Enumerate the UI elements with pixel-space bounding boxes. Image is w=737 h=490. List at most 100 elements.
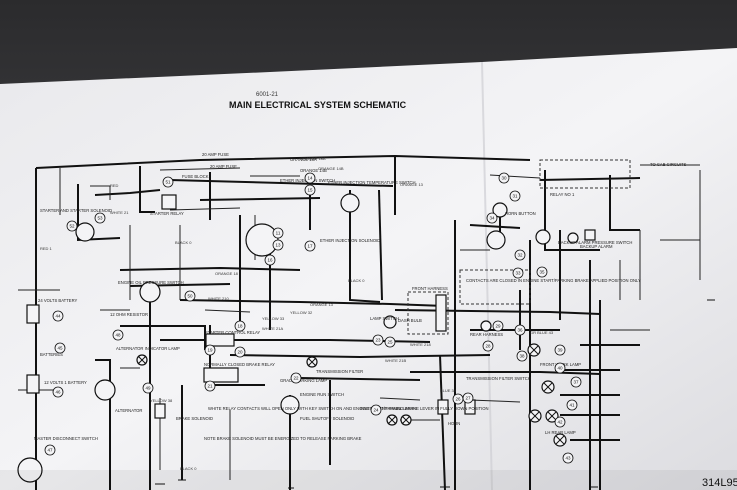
reference-circle: 11 xyxy=(272,227,284,239)
label-battery-12v: 12 VOLTS 1 BATTERY xyxy=(44,380,87,385)
svg-text:41: 41 xyxy=(569,403,575,408)
label-starter-relay: STARTER RELAY xyxy=(150,211,184,216)
label-fuel-shutoff: FUEL SHUTOFF SOLENOID xyxy=(300,416,354,421)
reference-circle: 21 xyxy=(204,380,216,392)
reference-circle: 14 xyxy=(304,172,316,184)
label-contacts-note: CONTACTS ARE CLOSED IN ENGINE START/PARK… xyxy=(466,278,641,283)
wiring-minor xyxy=(18,164,701,480)
label-batteries: BATTERIES xyxy=(40,352,63,357)
label-to-cab: TO CAB CIRCUITS xyxy=(650,162,687,167)
paper-sheet xyxy=(0,48,737,490)
reference-circle: 20 xyxy=(234,346,246,358)
label-master-disconnect: MASTER DISCONNECT SWITCH xyxy=(34,436,98,441)
reference-circle: 15 xyxy=(304,184,316,196)
svg-text:37: 37 xyxy=(573,380,579,385)
reference-circle: 35 xyxy=(536,266,548,278)
reference-circle: 42 xyxy=(554,416,566,428)
label-instrument-lamps: INSTRUMENT PANEL LAMPS xyxy=(360,406,417,411)
reference-circle: 37 xyxy=(570,376,582,388)
label-brake-note: NOTE BRAKE SOLENOID MUST BE ENERGIZED TO… xyxy=(204,436,362,441)
label-engine-oil-switch: ENGINE OIL PRESSURE SWITCH xyxy=(118,280,184,285)
label-starter-solenoid: STARTER AND STARTER SOLENOID xyxy=(40,208,112,213)
svg-text:11: 11 xyxy=(276,231,281,236)
wire-label: ORANGE 13 xyxy=(400,182,424,187)
label-dash-bulb: DASH BULB xyxy=(398,318,422,323)
label-front-harness: FRONT HARNESS xyxy=(412,286,448,291)
label-brake-solenoid: BRAKE SOLENOID xyxy=(176,416,213,421)
wire-label: BLACK 0 xyxy=(175,240,192,245)
label-normally-closed-relay: NORMALLY CLOSED BRAKE RELAY xyxy=(204,362,275,367)
svg-text:21: 21 xyxy=(207,384,213,389)
reference-circle: 53 xyxy=(94,212,106,224)
reference-circle: 17 xyxy=(304,240,316,252)
label-relay-no: RELAY NO 1 xyxy=(550,192,575,197)
svg-text:24: 24 xyxy=(373,408,379,413)
svg-text:33: 33 xyxy=(515,271,521,276)
label-fuse-2: 20 AMP FUSE xyxy=(210,164,237,169)
wire-label: BLACK 0 xyxy=(180,466,197,471)
reference-circle: 41 xyxy=(566,399,578,411)
label-fuse-block: FUSE BLOCK xyxy=(182,174,209,179)
svg-text:25: 25 xyxy=(387,340,393,345)
label-horn: HORN xyxy=(448,421,460,426)
reference-circle: 27 xyxy=(462,392,474,404)
wire-label: ORANGE 14B xyxy=(318,166,344,171)
reference-circle: 43 xyxy=(562,452,574,464)
wire-label: RED xyxy=(110,183,119,188)
label-transmission-filter: TRANSMISSION FILTER xyxy=(316,369,363,374)
reference-circle: 31 xyxy=(509,190,521,202)
svg-text:29: 29 xyxy=(495,324,501,329)
reference-circle: 23 xyxy=(372,334,384,346)
svg-text:14: 14 xyxy=(307,176,313,181)
svg-text:26: 26 xyxy=(455,397,461,402)
label-starter-control-relay: STARTER CONTROL RELAY xyxy=(205,330,260,335)
svg-text:45: 45 xyxy=(57,346,63,351)
dashed-enclosures xyxy=(407,159,631,335)
wire-label: ORANGE 18 xyxy=(215,271,239,276)
reference-circle: 24 xyxy=(370,404,382,416)
label-orange-14b: ORANGE 14B xyxy=(300,168,327,173)
label-alternator-lamp: ALTERNATOR INDICATOR LAMP xyxy=(116,346,180,351)
wire-label: ORANGE 18A xyxy=(300,156,326,161)
label-fuse-1: 20 AMP FUSE xyxy=(202,152,229,157)
svg-text:50: 50 xyxy=(187,294,193,299)
reference-circle: 44 xyxy=(52,310,64,322)
lamp-crosses xyxy=(137,345,565,445)
reference-circle: 18 xyxy=(234,320,246,332)
reference-circle: 29 xyxy=(492,320,504,332)
svg-text:17: 17 xyxy=(307,244,313,249)
svg-text:43: 43 xyxy=(565,456,571,461)
wire-label: BLACK 0 xyxy=(348,278,365,283)
svg-text:32: 32 xyxy=(517,253,523,258)
wire-label: GR BLUE 43 xyxy=(530,330,554,335)
svg-text:42: 42 xyxy=(557,420,563,425)
svg-text:15: 15 xyxy=(307,188,313,193)
reference-circle: 38 xyxy=(516,350,528,362)
svg-text:53: 53 xyxy=(97,216,103,221)
revision-number: 314L95 xyxy=(702,477,737,489)
paper-fold xyxy=(481,61,493,490)
svg-text:19: 19 xyxy=(207,348,213,353)
svg-text:31: 31 xyxy=(512,194,518,199)
label-backup-alarm: BACKUP ALARM xyxy=(580,244,613,249)
svg-text:52: 52 xyxy=(69,224,75,229)
reference-circle: 45 xyxy=(54,342,66,354)
reference-circle: 26 xyxy=(452,393,464,405)
reference-circle: 51 xyxy=(162,176,174,188)
label-lamp-switch: LAMP SWITCH xyxy=(370,316,399,321)
ground-symbols xyxy=(155,299,715,489)
wire-label: WHITE 21B xyxy=(385,358,406,363)
wire-label: YELLOW 33 xyxy=(262,316,285,321)
wire-label: BLUE 34 xyxy=(440,388,457,393)
label-engine-run-switch: ENGINE RUN SWITCH xyxy=(300,392,344,397)
reference-circle: 47 xyxy=(44,444,56,456)
svg-text:46: 46 xyxy=(55,390,61,395)
svg-text:35: 35 xyxy=(539,270,545,275)
svg-text:20: 20 xyxy=(237,350,243,355)
svg-text:22: 22 xyxy=(293,376,299,381)
svg-text:27: 27 xyxy=(465,396,471,401)
reference-circle: 36 xyxy=(514,324,526,336)
label-white-relay-note: WHITE RELAY CONTACTS WILL OPEN ONLY WITH… xyxy=(208,406,489,411)
